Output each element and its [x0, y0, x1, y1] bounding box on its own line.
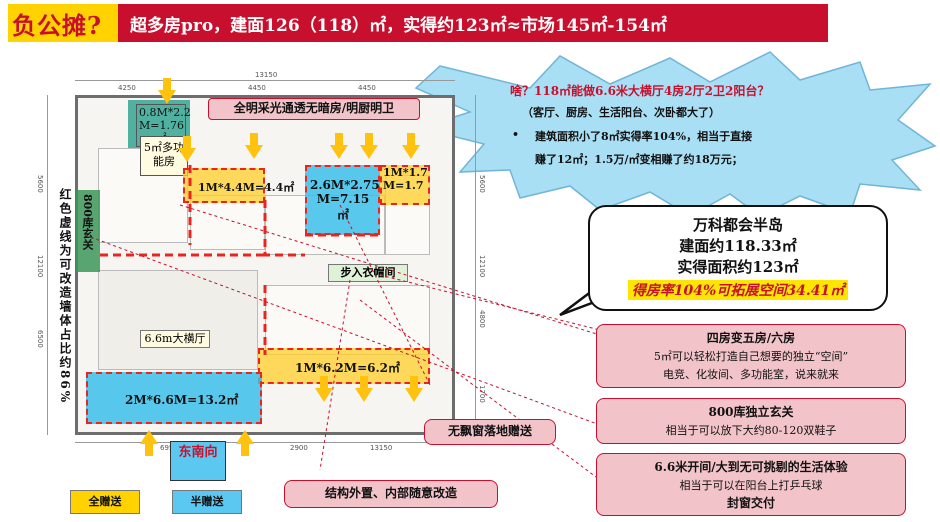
- living-desc: 相当于可以在阳台上打乒乓球: [679, 479, 823, 492]
- yellow-zone-balcony: [258, 348, 430, 384]
- structure-box: 结构外置、内部随意改造: [284, 480, 498, 508]
- sun-arrow-b2: [355, 376, 373, 402]
- dim-left-2: 12100: [36, 255, 44, 278]
- entry-label: 800库玄关: [81, 194, 94, 250]
- sun-arrow-1: [158, 78, 176, 104]
- dim-left-3: 6500: [36, 330, 44, 348]
- living-label: 6.6m大横厅: [140, 330, 210, 348]
- balcony-yellow-label: 1M*6.2M=6.2㎡: [295, 361, 401, 375]
- sun-arrow-b3: [405, 376, 423, 402]
- dim-top-2: 4450: [248, 84, 266, 92]
- header-title: 负公摊?: [12, 11, 103, 40]
- entry-zone: [76, 190, 100, 272]
- dim-top-total: 13150: [255, 71, 278, 79]
- direction-label: 东南向: [170, 441, 226, 481]
- burst-bullet2: 赚了12㎡；1.5万/㎡变相赚了约18万元；: [535, 153, 743, 166]
- blue-zone-top: [305, 165, 380, 235]
- dim-bottom-3: 13150: [370, 444, 393, 452]
- burst-bullet-dot: •: [512, 128, 520, 141]
- rooms-title: 四房变五房/六房: [706, 331, 796, 345]
- legend-full: 全赠送: [70, 490, 140, 514]
- living-box: 6.6米开间/大到无可挑剔的生活体验 相当于可以在阳台上打乒乓球 封窗交付: [596, 453, 906, 516]
- sun-arrow-up-1: [140, 430, 158, 456]
- bathroom-room: [190, 195, 265, 250]
- living-title: 6.6米开间/大到无可挑剔的生活体验: [654, 460, 848, 474]
- dim-top-3: 4450: [358, 84, 376, 92]
- burst-sub: （客厅、厨房、生活阳台、次卧都大了）: [522, 106, 720, 119]
- burst-question: 啥？118㎡能做6.6米大横厅4房2厅2卫2阳台？: [510, 84, 770, 98]
- legend-half: 半赠送: [172, 490, 242, 514]
- dim-left-line: [47, 95, 48, 435]
- sun-arrow-4: [360, 133, 378, 159]
- living-room: [98, 270, 258, 370]
- left-note: 红色虚线为可改造墙体占比约86%: [58, 188, 72, 405]
- yellow-top-label: 1M*4.4M=4.4㎡: [198, 181, 295, 194]
- burst-shape: [414, 51, 937, 217]
- sun-arrow-up-2: [236, 430, 254, 456]
- living-note: 封窗交付: [726, 496, 775, 510]
- speech-bubble: 万科都会半岛 建面约118.33㎡ 实得面积约123㎡ 得房率104%可拓展空间…: [588, 205, 888, 311]
- rooms-desc2: 电竞、化妆间、多功能室，说来就来: [663, 368, 839, 381]
- dim-top-line: [75, 80, 455, 81]
- sun-arrow-2: [245, 133, 263, 159]
- header-banner: [8, 4, 828, 42]
- sun-arrow-b1: [315, 376, 333, 402]
- entry-desc: 相当于可以放下大约80-120双鞋子: [665, 424, 837, 437]
- speech-line2: 建面约118.33㎡: [679, 237, 797, 255]
- rooms-desc1: 5㎡可以轻松打造自己想要的独立“空间”: [653, 350, 849, 363]
- burst-bullet1: 建筑面积小了8㎡实得率104%，相当于直接: [535, 130, 753, 143]
- speech-line1: 万科都会半岛: [692, 216, 783, 234]
- sun-arrow-5: [402, 133, 420, 159]
- dim-right-3: 4800: [478, 310, 486, 328]
- yellow-right-label: 1M*1.7 M=1.7: [383, 166, 428, 192]
- sun-arrow-6: [178, 136, 196, 162]
- sun-arrow-3: [330, 133, 348, 159]
- window-box: 无飘窗落地赠送: [424, 419, 556, 445]
- speech-line3: 实得面积约123㎡: [677, 258, 799, 276]
- speech-highlight: 得房率104%可拓展空间34.41㎡: [627, 280, 849, 300]
- dim-right-1: 5600: [478, 175, 486, 193]
- bright-label: 全明采光通透无暗房/明厨明卫: [208, 98, 420, 120]
- dim-left-1: 5600: [36, 175, 44, 193]
- dim-right-line: [475, 95, 476, 435]
- blue-top-label: 2.6M*2.75 M=7.15 ㎡: [310, 178, 380, 222]
- dim-bottom-line: [75, 442, 455, 443]
- rooms-box: 四房变五房/六房 5㎡可以轻松打造自己想要的独立“空间” 电竞、化妆间、多功能室…: [596, 324, 906, 388]
- dim-right-2: 12100: [478, 255, 486, 278]
- header-subtitle: 超多房pro，建面126（118）㎡，实得约123㎡≈市场145㎡-154㎡: [130, 16, 667, 36]
- blue-zone-balcony: [86, 372, 262, 424]
- dim-bottom-2: 2900: [290, 444, 308, 452]
- balcony-blue-label: 2M*6.6M=13.2㎡: [125, 393, 239, 407]
- dim-right-4: 1700: [478, 385, 486, 403]
- yellow-zone-right: [380, 165, 430, 205]
- entry-box: 800库独立玄关 相当于可以放下大约80-120双鞋子: [596, 398, 906, 444]
- master-room: [265, 285, 430, 355]
- yellow-zone-top: [183, 168, 265, 203]
- dim-bottom-1: 6950: [160, 444, 178, 452]
- entry-title: 800库独立玄关: [708, 405, 794, 419]
- dim-top-1: 4250: [118, 84, 136, 92]
